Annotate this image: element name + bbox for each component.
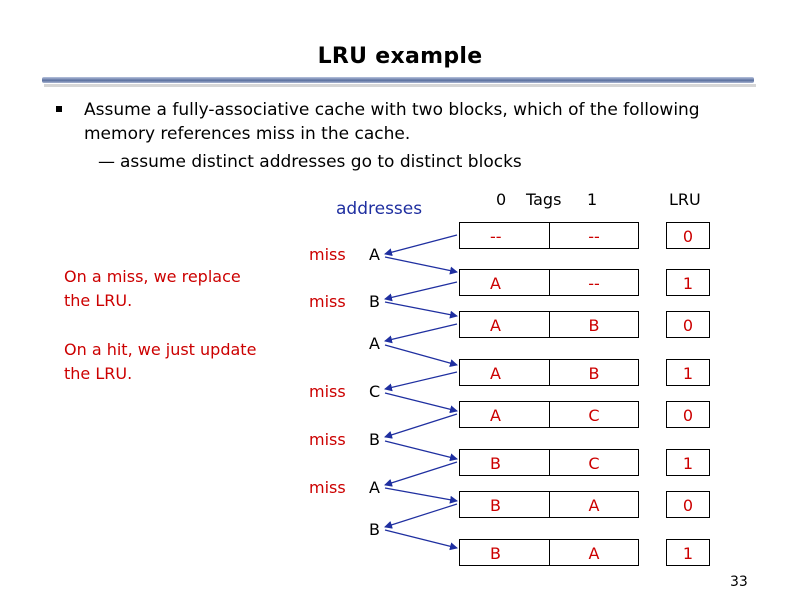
bullet-text: Assume a fully-associative cache with tw… [84,100,700,144]
arrow-state-to-ref [384,413,458,439]
lru-cell: 1 [666,449,710,476]
tag1-cell: B [549,311,639,338]
slide-title: LRU example [317,44,483,69]
arrow-ref-to-state [384,301,458,319]
title-rule-shadow [44,84,756,87]
tag0-cell: B [459,449,550,476]
arrow-state-to-ref [384,234,458,257]
ref-status: miss [309,478,346,497]
ref-status: miss [309,245,346,264]
ref-address: A [369,245,380,264]
tags-header: Tags [526,190,562,209]
arrow-state-to-ref [384,503,458,529]
lru-header: LRU [669,190,701,209]
title-rule [42,77,754,83]
tag0-cell: A [459,401,550,428]
tag0-cell: -- [459,222,550,249]
tag1-cell: -- [549,222,639,249]
ref-address: A [369,334,380,353]
lru-cell: 1 [666,269,710,296]
lru-cell: 0 [666,222,710,249]
arrow-state-to-ref [384,461,458,487]
lru-cell: 0 [666,311,710,338]
page-number: 33 [730,574,748,590]
ref-address: B [369,292,380,311]
arrow-state-to-ref [384,323,458,344]
ref-address: C [369,382,381,401]
tag1-cell: A [549,539,639,566]
arrow-state-to-ref [384,371,458,392]
tag0-cell: A [459,311,550,338]
tag1-cell: C [549,401,639,428]
tag1-cell: C [549,449,639,476]
hit-note: On a hit, we just update the LRU. [64,340,257,383]
arrow-ref-to-state [384,487,458,504]
ref-address: B [369,430,380,449]
tag1-cell: A [549,491,639,518]
ref-status: miss [309,292,346,311]
tag1-header: 1 [587,190,598,209]
lru-cell: 1 [666,359,710,386]
lru-cell: 0 [666,401,710,428]
tag0-cell: A [459,269,550,296]
ref-address: A [369,478,380,497]
arrow-ref-to-state [384,440,458,462]
arrow-ref-to-state [384,529,458,551]
arrow-state-to-ref [384,281,458,302]
sub-bullet-text: assume distinct addresses go to distinct… [120,152,522,172]
tag0-cell: A [459,359,550,386]
ref-address: B [369,520,380,539]
arrow-ref-to-state [384,392,458,414]
tag0-cell: B [459,539,550,566]
arrow-ref-to-state [384,256,458,275]
bullet-square-icon [56,106,62,112]
ref-status: miss [309,430,346,449]
addresses-header: addresses [336,199,423,219]
ref-status: miss [309,382,346,401]
tag0-header: 0 [496,190,507,209]
arrow-ref-to-state [384,344,458,367]
lru-cell: 0 [666,491,710,518]
sub-bullet-dash: — [98,152,115,172]
lru-cell: 1 [666,539,710,566]
tag0-cell: B [459,491,550,518]
miss-note: On a miss, we replace the LRU. [64,267,241,310]
tag1-cell: B [549,359,639,386]
tag1-cell: -- [549,269,639,296]
